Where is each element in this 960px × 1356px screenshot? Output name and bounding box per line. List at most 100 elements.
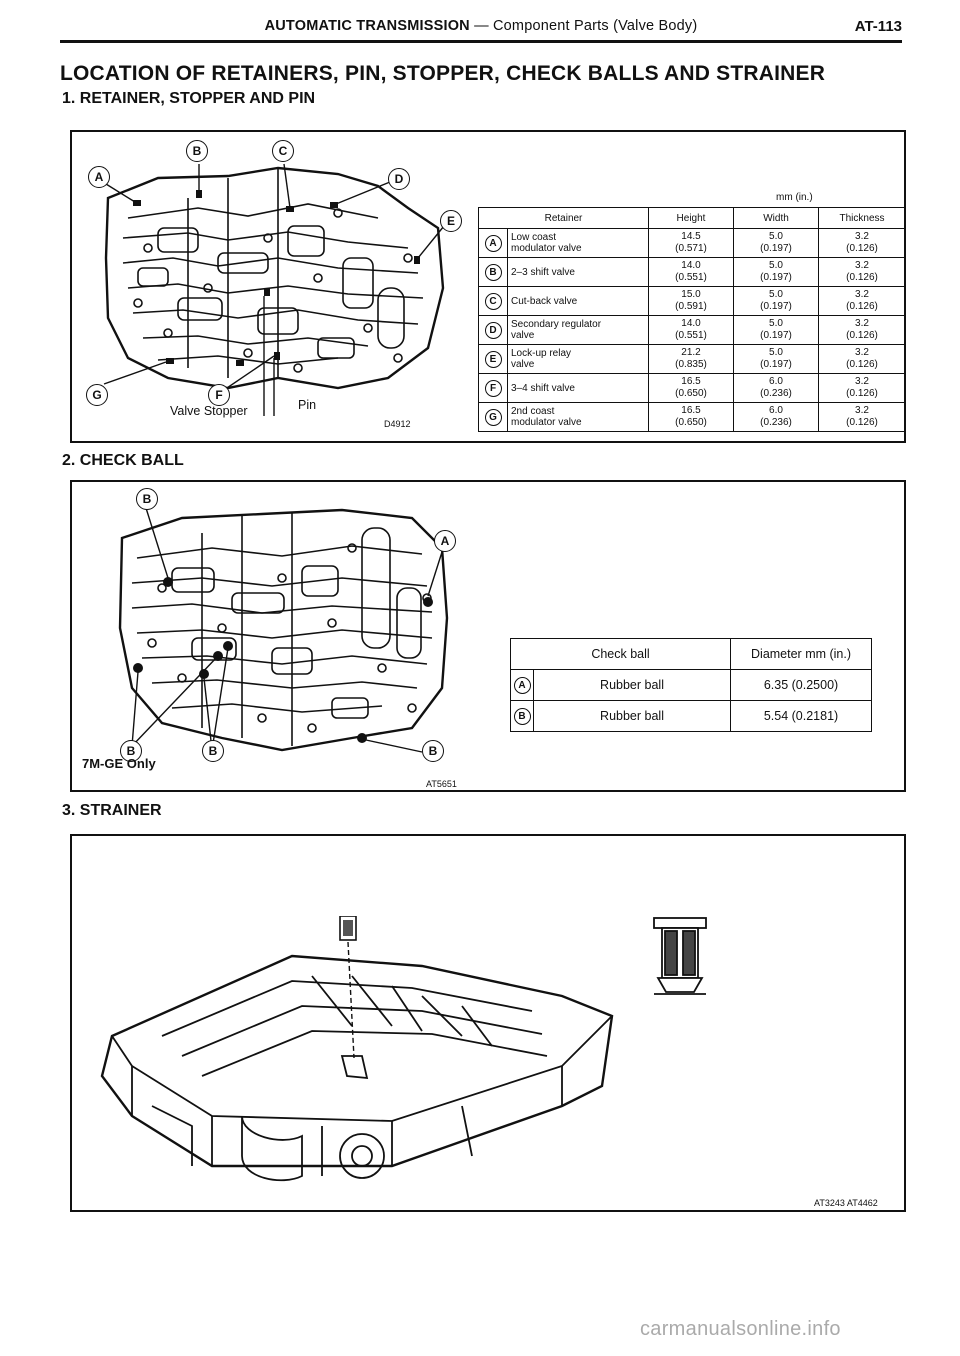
callout-e: E (440, 210, 462, 232)
col-retainer: Retainer (478, 207, 649, 229)
section3-heading: 3. STRAINER (62, 802, 162, 819)
callout-b-top: B (136, 488, 158, 510)
col-diameter: Diameter mm (in.) (730, 638, 872, 670)
thickness-cell: 3.2(0.126) (818, 257, 906, 287)
header-title: AUTOMATIC TRANSMISSION — Component Parts… (60, 18, 902, 34)
callout-f: F (208, 384, 230, 406)
retainer-name: 2–3 shift valve (507, 257, 649, 287)
callout-a: A (88, 166, 110, 188)
callout-b-center: B (202, 740, 224, 762)
unit-label: mm (in.) (776, 192, 813, 203)
row-letter: A (513, 676, 531, 694)
retainer-name: 3–4 shift valve (507, 373, 649, 403)
width-cell: 6.0(0.236) (733, 402, 819, 432)
height-cell: 15.0(0.591) (648, 286, 734, 316)
thickness-cell: 3.2(0.126) (818, 286, 906, 316)
col-check-ball: Check ball (509, 638, 732, 670)
height-cell: 16.5(0.650) (648, 402, 734, 432)
col-width: Width (733, 207, 819, 229)
section2-heading: 2. CHECK BALL (62, 452, 184, 469)
retainer-table-header: Retainer Height Width Thickness (478, 207, 906, 229)
callout-group-1: A B C D E F G (86, 140, 462, 406)
width-cell: 6.0(0.236) (733, 373, 819, 403)
figure-code-3: AT3243 AT4462 (814, 1198, 878, 1208)
section2-panel: B A B B B 7M-GE Only AT5651 Check ball D… (70, 480, 906, 792)
row-letter: B (484, 263, 502, 281)
header-title-rest: — Component Parts (Valve Body) (469, 18, 698, 34)
width-cell: 5.0(0.197) (733, 228, 819, 258)
callout-group-2: B A B B B (120, 488, 456, 762)
row-letter: G (484, 408, 502, 426)
width-cell: 5.0(0.197) (733, 344, 819, 374)
col-height: Height (648, 207, 734, 229)
table-row: C Cut-back valve 15.0(0.591) 5.0(0.197) … (478, 286, 906, 316)
thickness-cell: 3.2(0.126) (818, 344, 906, 374)
height-cell: 16.5(0.650) (648, 373, 734, 403)
row-letter: F (484, 379, 502, 397)
strainer-detail (653, 917, 707, 995)
check-ball-table: Check ball Diameter mm (in.) A Rubber ba… (509, 638, 872, 732)
table-row: A Rubber ball 6.35 (0.2500) (510, 669, 872, 701)
ball-type: Rubber ball (532, 700, 732, 732)
height-cell: 14.0(0.551) (648, 315, 734, 345)
strainer-in-body (339, 916, 357, 1059)
valve-body-strainer-diagram (100, 916, 614, 1182)
thickness-cell: 3.2(0.126) (818, 402, 906, 432)
section3-panel: AT3243 AT4462 (70, 834, 906, 1212)
check-ball-table-header: Check ball Diameter mm (in.) (509, 638, 872, 670)
page-header: AUTOMATIC TRANSMISSION — Component Parts… (60, 18, 902, 44)
callout-d: D (388, 168, 410, 190)
ball-diameter: 5.54 (0.2181) (730, 700, 872, 732)
callout-b-right: B (422, 740, 444, 762)
height-cell: 14.5(0.571) (648, 228, 734, 258)
row-letter: A (484, 234, 502, 252)
retainer-table: Retainer Height Width Thickness A Low co… (478, 207, 906, 432)
ball-diameter: 6.35 (0.2500) (730, 669, 872, 701)
section1-heading: 1. RETAINER, STOPPER AND PIN (62, 90, 316, 107)
table-row: B Rubber ball 5.54 (0.2181) (510, 700, 872, 732)
thickness-cell: 3.2(0.126) (818, 315, 906, 345)
label-valve-stopper: Valve Stopper (170, 404, 248, 418)
row-letter: D (484, 321, 502, 339)
height-cell: 21.2(0.835) (648, 344, 734, 374)
table-row: B 2–3 shift valve 14.0(0.551) 5.0(0.197)… (478, 257, 906, 287)
label-7mge-only: 7M-GE Only (82, 756, 156, 771)
height-cell: 14.0(0.551) (648, 257, 734, 287)
header-rule (60, 40, 902, 43)
ball-type: Rubber ball (532, 669, 732, 701)
label-pin: Pin (298, 398, 317, 412)
retainer-name: Cut-back valve (507, 286, 649, 316)
thickness-cell: 3.2(0.126) (818, 373, 906, 403)
page-number: AT-113 (854, 18, 902, 35)
row-letter: C (484, 292, 502, 310)
figure-code-2: AT5651 (426, 779, 457, 789)
section1-panel: A B C D E F G Valve Stopper Pin D4912 mm… (70, 130, 906, 443)
page-title: LOCATION OF RETAINERS, PIN, STOPPER, CHE… (60, 62, 826, 85)
figure-code-1: D4912 (384, 419, 411, 429)
callout-g: G (86, 384, 108, 406)
valve-body-diagram-2: B A B B B (118, 488, 456, 762)
callout-a: A (434, 530, 456, 552)
watermark: carmanualsonline.info (640, 1318, 841, 1340)
row-letter: E (484, 350, 502, 368)
thickness-cell: 3.2(0.126) (818, 228, 906, 258)
callout-b: B (186, 140, 208, 162)
width-cell: 5.0(0.197) (733, 257, 819, 287)
callout-c: C (272, 140, 294, 162)
callout-b-left: B (120, 740, 142, 762)
col-thickness: Thickness (818, 207, 906, 229)
row-letter: B (513, 707, 531, 725)
header-title-bold: AUTOMATIC TRANSMISSION (264, 18, 470, 34)
width-cell: 5.0(0.197) (733, 286, 819, 316)
table-row: F 3–4 shift valve 16.5(0.650) 6.0(0.236)… (478, 373, 906, 403)
valve-body-diagram-1: A B C D E F G (86, 140, 462, 416)
